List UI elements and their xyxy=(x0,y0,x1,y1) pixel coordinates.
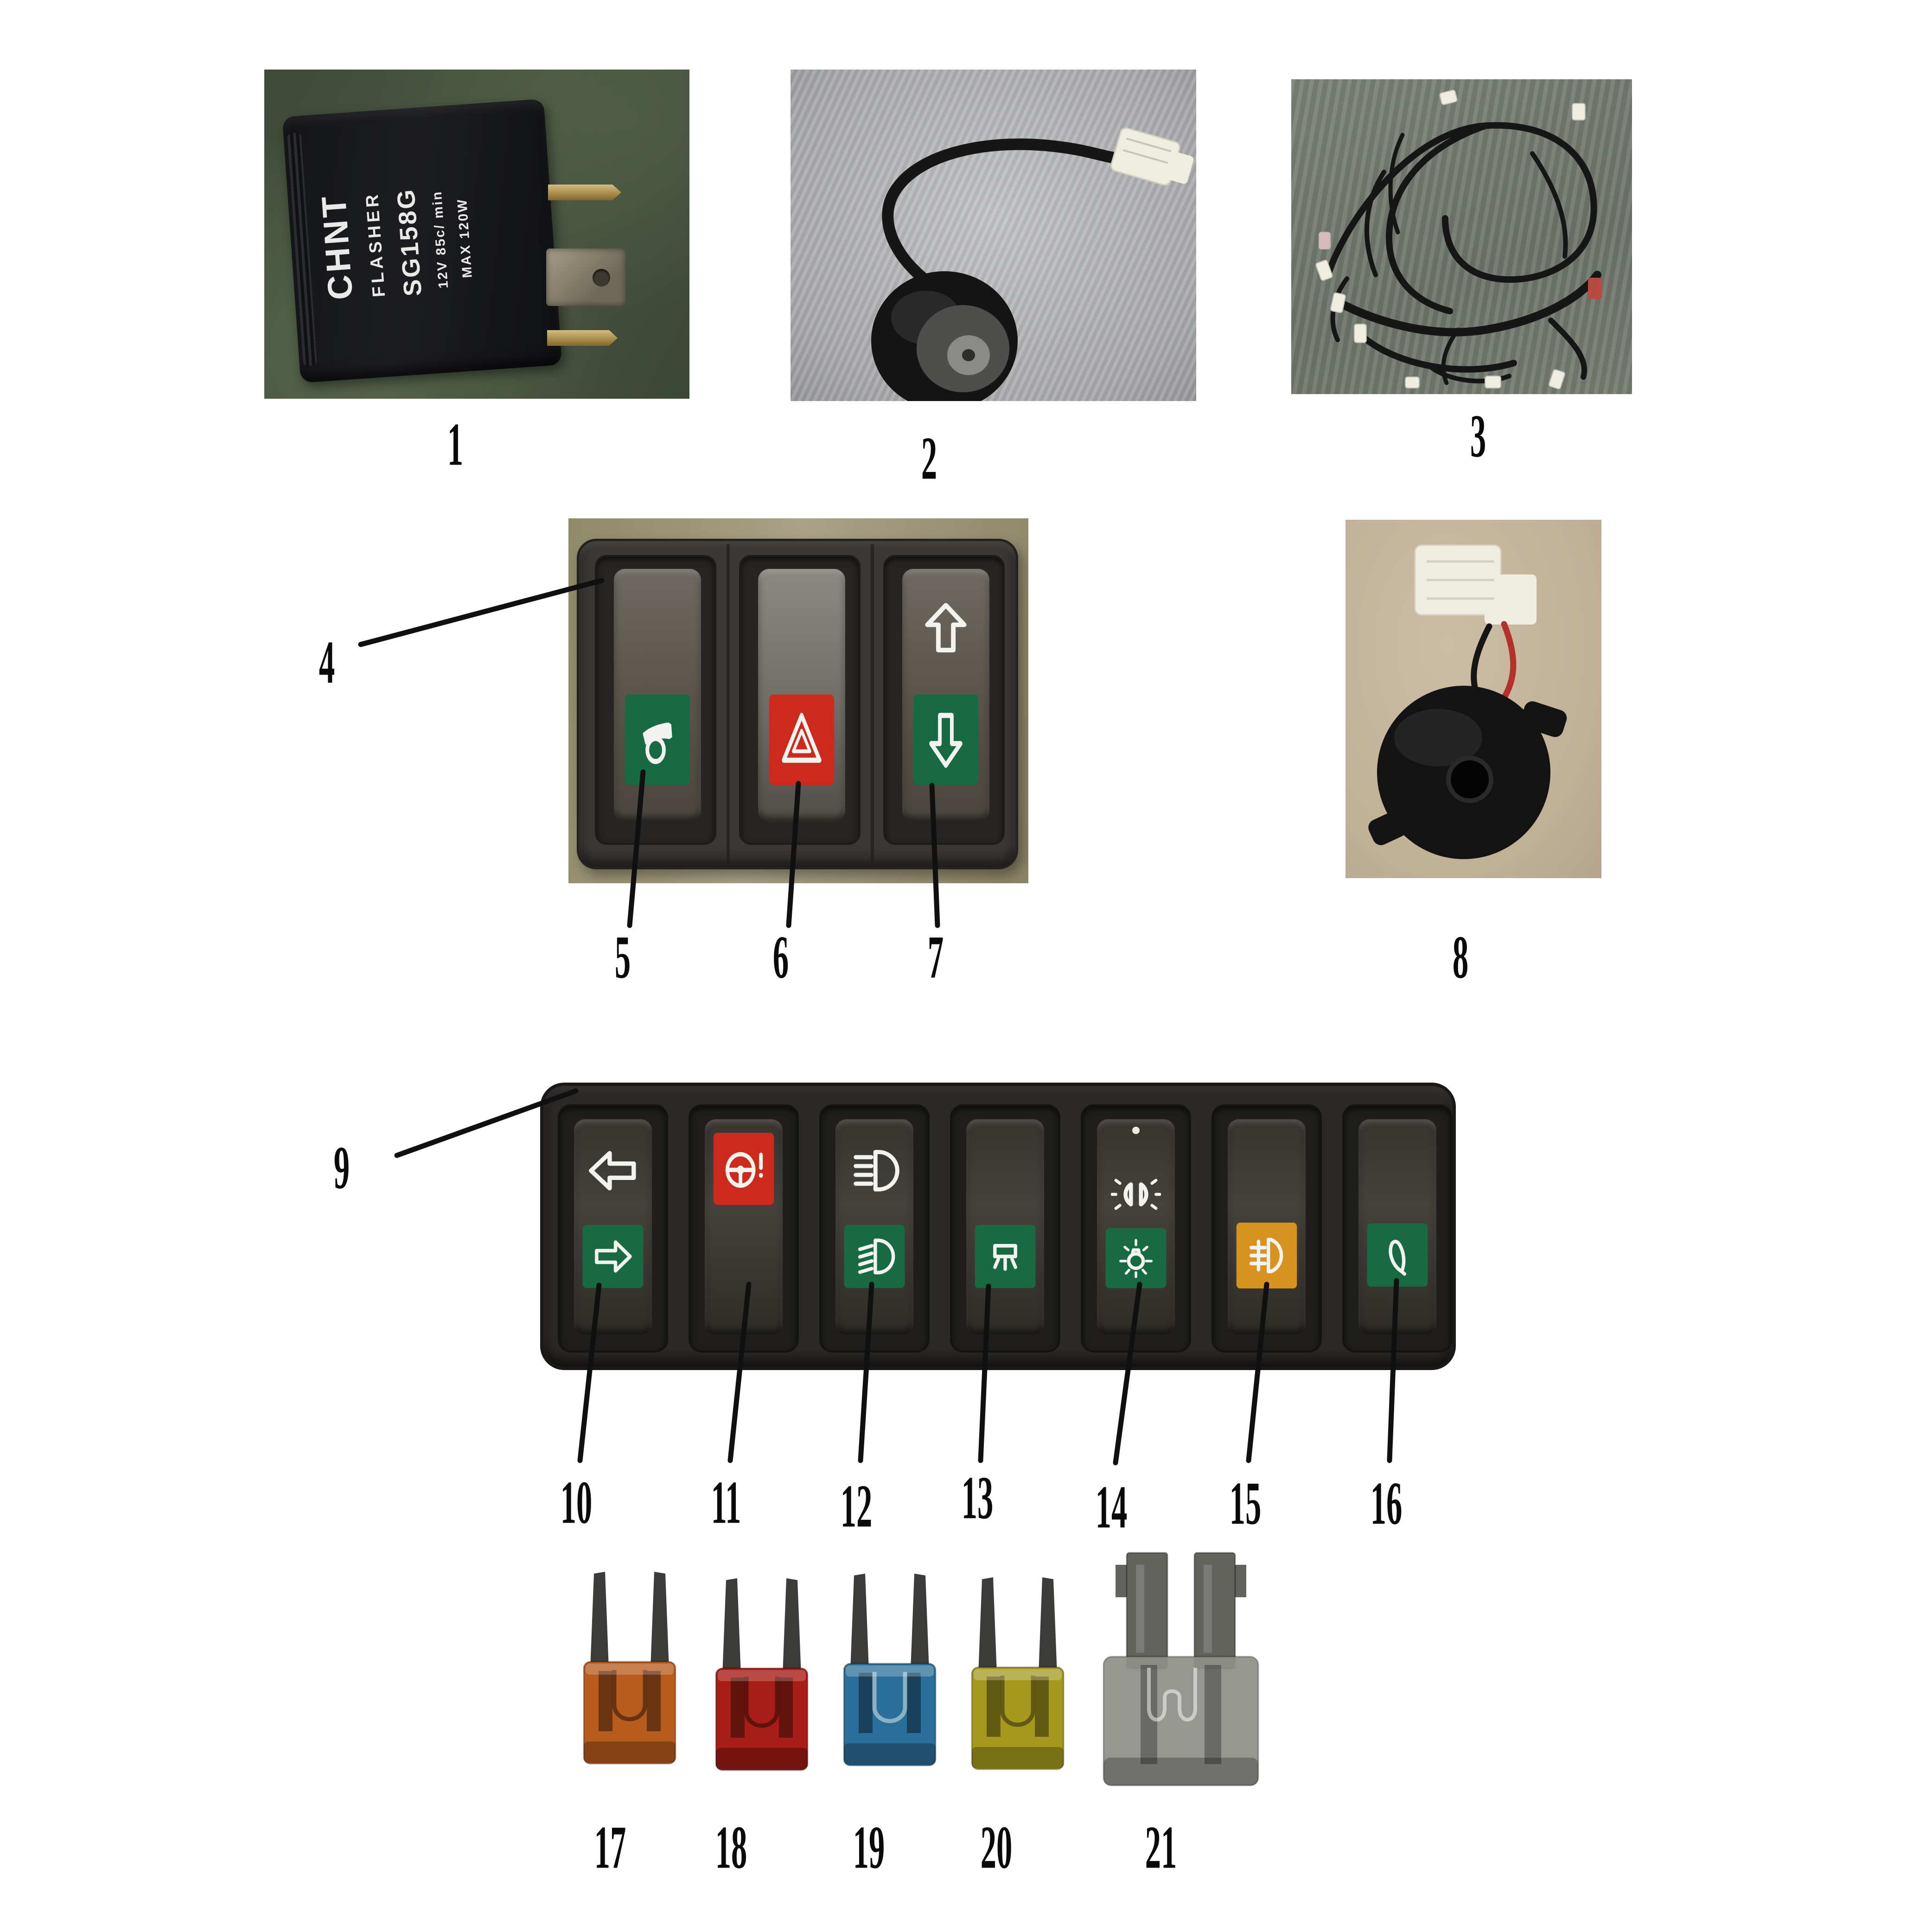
leader-line-12 xyxy=(858,1282,874,1463)
item-caption-14: 14 xyxy=(1095,1473,1128,1541)
updown-switch-patch xyxy=(913,695,979,785)
cab-light-switch-slot xyxy=(950,1104,1060,1352)
item-caption-9: 9 xyxy=(333,1133,350,1202)
fog-light-patch xyxy=(1236,1222,1297,1289)
cab-light-icon xyxy=(993,1243,1017,1271)
arrow-up-icon xyxy=(925,603,967,653)
item-caption-12: 12 xyxy=(840,1472,873,1540)
turn-signal-switch-slot xyxy=(558,1104,668,1352)
wiper-switch-slot xyxy=(1342,1104,1453,1352)
hazard-warning-icon xyxy=(782,713,822,763)
mini-fuse-orange xyxy=(583,1572,676,1765)
item-caption-21: 21 xyxy=(1145,1813,1177,1881)
cab-light-patch xyxy=(975,1224,1036,1288)
horn-icon xyxy=(643,722,672,764)
leader-line-16 xyxy=(1387,1278,1399,1463)
horn-switch-patch xyxy=(625,695,690,785)
item-caption-6: 6 xyxy=(772,923,789,991)
item-caption-4: 4 xyxy=(319,628,335,696)
mini-fuse-blue xyxy=(843,1574,937,1766)
updown-switch xyxy=(902,569,989,822)
switch-panel-7gang xyxy=(540,1083,1456,1370)
mini-fuse-red xyxy=(715,1578,809,1771)
standard-fuse-gray xyxy=(1103,1552,1259,1786)
wiper-patch xyxy=(1367,1223,1428,1287)
cab-light-switch xyxy=(966,1119,1044,1335)
white-connector xyxy=(1110,127,1194,186)
item-caption-8: 8 xyxy=(1452,923,1469,991)
steering-warning-icon xyxy=(725,1152,763,1188)
leader-line-7 xyxy=(929,783,940,928)
item-caption-13: 13 xyxy=(961,1463,994,1532)
arrow-down-icon xyxy=(929,713,963,768)
mini-fuse-yellow xyxy=(971,1577,1065,1770)
flasher-buzzer-photo xyxy=(791,70,1196,401)
steering-warning-patch xyxy=(713,1133,774,1205)
buzzer-photo xyxy=(1345,520,1601,878)
leader-line-14 xyxy=(1113,1282,1142,1466)
red-connector xyxy=(1588,278,1602,299)
buzzer-disc xyxy=(1368,686,1567,859)
relay-pin xyxy=(547,330,618,346)
item-caption-1: 1 xyxy=(447,410,464,478)
headlight-switch-slot xyxy=(819,1104,930,1352)
item-caption-19: 19 xyxy=(853,1813,885,1881)
item-caption-20: 20 xyxy=(980,1813,1013,1881)
fog-light-icon xyxy=(1250,1237,1283,1274)
buzzer-disc xyxy=(871,271,1018,401)
white-connector xyxy=(1414,544,1537,625)
leader-line-11 xyxy=(727,1282,752,1463)
item-caption-11: 11 xyxy=(711,1468,741,1537)
low-beam-icon xyxy=(858,1238,895,1275)
steering-warning-switch xyxy=(705,1119,783,1335)
item-caption-10: 10 xyxy=(560,1468,593,1537)
hazard-switch xyxy=(758,569,845,822)
position-light-icon xyxy=(1111,1179,1161,1210)
hazard-switch-patch xyxy=(769,695,835,785)
item-caption-5: 5 xyxy=(614,923,631,991)
flasher-buzzer-illustration xyxy=(871,127,1194,401)
relay-pin xyxy=(548,185,621,200)
harness-connectors xyxy=(1315,89,1586,389)
leader-line-5 xyxy=(627,769,646,928)
relay-blade-terminal xyxy=(546,249,626,306)
item-caption-2: 2 xyxy=(921,424,937,492)
leader-line-4 xyxy=(358,578,605,647)
work-light-switch xyxy=(1097,1119,1175,1335)
turn-signal-switch xyxy=(574,1119,652,1335)
item-caption-15: 15 xyxy=(1229,1469,1262,1537)
headlight-patch xyxy=(844,1224,905,1288)
horn-switch-slot xyxy=(595,555,716,845)
item-caption-3: 3 xyxy=(1470,402,1486,470)
item-caption-18: 18 xyxy=(715,1813,747,1881)
leader-line-9 xyxy=(394,1088,579,1158)
wiring-harness-illustration xyxy=(1315,89,1602,389)
wiper-switch xyxy=(1358,1119,1436,1335)
horn-switch xyxy=(614,569,701,822)
item-caption-17: 17 xyxy=(594,1813,626,1881)
headlight-switch xyxy=(835,1119,913,1335)
panel-seam xyxy=(871,544,874,864)
leader-line-15 xyxy=(1246,1282,1269,1463)
arrow-right-icon xyxy=(595,1240,632,1273)
buzzer-illustration xyxy=(1368,544,1567,859)
turn-signal-patch xyxy=(582,1224,644,1288)
leader-line-10 xyxy=(577,1282,602,1463)
leader-line-6 xyxy=(786,781,801,928)
arrow-left-icon xyxy=(589,1151,636,1191)
wiring-harness-photo xyxy=(1291,79,1632,394)
wiper-icon xyxy=(1389,1240,1406,1276)
high-beam-icon xyxy=(854,1150,899,1192)
leader-line-13 xyxy=(978,1283,991,1463)
item-caption-16: 16 xyxy=(1370,1469,1403,1537)
work-light-icon xyxy=(1119,1239,1153,1278)
relay-blade-hole xyxy=(593,269,610,287)
updown-switch-slot xyxy=(883,555,1005,845)
work-light-patch xyxy=(1105,1228,1167,1288)
flasher-relay-photo: CHNT FLASHER SG158G 12V 85c/ min MAX 120… xyxy=(264,70,689,399)
item-caption-7: 7 xyxy=(927,923,944,991)
indicator-dot xyxy=(1132,1127,1140,1134)
panel-seam xyxy=(727,544,730,864)
